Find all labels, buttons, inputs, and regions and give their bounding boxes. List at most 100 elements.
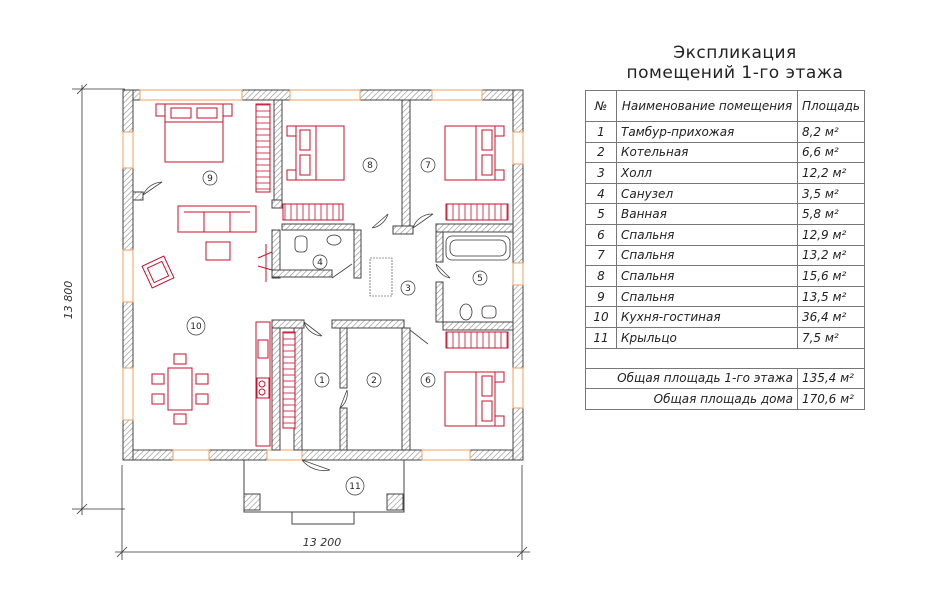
table-header-row: № Наименование помещения Площадь bbox=[585, 90, 866, 122]
row-name: Санузел bbox=[616, 182, 798, 205]
row-name: Спальня bbox=[616, 285, 798, 308]
row-num: 2 bbox=[585, 141, 617, 164]
row-area: 5,8 м² bbox=[796, 203, 866, 225]
height-dimension-label: 13 800 bbox=[62, 281, 75, 320]
row-area: 6,6 м² bbox=[796, 141, 866, 164]
row-num: 7 bbox=[585, 244, 617, 267]
row-area: 36,4 м² bbox=[796, 306, 866, 328]
doors bbox=[142, 181, 451, 471]
room-label-8: 8 bbox=[367, 161, 373, 171]
hall-rug bbox=[369, 257, 393, 297]
room-label-4: 4 bbox=[317, 258, 323, 268]
bed-room-9 bbox=[155, 103, 233, 163]
room-label-9: 9 bbox=[207, 174, 213, 184]
header-area: Площадь bbox=[796, 90, 866, 122]
room-label-11: 11 bbox=[349, 482, 360, 492]
row-num: 6 bbox=[585, 223, 617, 246]
room-label-1: 1 bbox=[319, 376, 325, 386]
row-name: Спальня bbox=[616, 244, 798, 267]
row-name: Крыльцо bbox=[616, 326, 798, 349]
row-area: 12,2 м² bbox=[796, 162, 866, 184]
row-num: 8 bbox=[585, 265, 617, 287]
header-num: № bbox=[585, 90, 617, 122]
room-label-6-circle bbox=[420, 372, 436, 388]
total-floor-label: Общая площадь 1-го этажа bbox=[585, 367, 798, 390]
row-area: 15,6 м² bbox=[796, 265, 866, 287]
room-label-2: 2 bbox=[371, 376, 377, 386]
closet-room-8 bbox=[282, 203, 344, 221]
row-area: 12,9 м² bbox=[796, 223, 866, 246]
bed-room-8 bbox=[286, 125, 345, 181]
row-name: Холл bbox=[616, 162, 798, 184]
porch bbox=[243, 459, 405, 525]
kitchen-counter bbox=[255, 321, 271, 447]
armchair bbox=[141, 255, 175, 289]
closet-room-6 bbox=[445, 331, 509, 349]
room-label-7: 7 bbox=[425, 161, 431, 171]
row-num: 3 bbox=[585, 162, 617, 184]
explication-title: Экспликация помещений 1-го этажа bbox=[590, 43, 880, 83]
total-house-label: Общая площадь дома bbox=[585, 388, 798, 410]
row-area: 7,5 м² bbox=[796, 326, 866, 349]
closet-room-7 bbox=[445, 203, 509, 221]
room-label-5: 5 bbox=[477, 274, 483, 284]
room-label-3: 3 bbox=[405, 284, 411, 294]
row-area: 3,5 м² bbox=[796, 182, 866, 205]
row-area: 8,2 м² bbox=[796, 121, 866, 143]
room-label-5-circle bbox=[472, 270, 488, 286]
dining-table bbox=[151, 353, 209, 425]
bathroom-4-fixtures bbox=[294, 234, 342, 253]
explication-title-line2: помещений 1-го этажа bbox=[626, 63, 844, 83]
dimension-height bbox=[72, 83, 125, 515]
furniture bbox=[141, 103, 511, 447]
room-label-10: 10 bbox=[190, 322, 202, 332]
width-dimension-label: 13 200 bbox=[303, 536, 342, 549]
sofa bbox=[177, 205, 257, 233]
room-label-10-circle bbox=[186, 316, 206, 336]
row-name: Спальня bbox=[616, 223, 798, 246]
room-label-2-circle bbox=[366, 372, 382, 388]
closet-hall bbox=[282, 331, 296, 429]
row-num: 4 bbox=[585, 182, 617, 205]
header-name: Наименование помещения bbox=[616, 90, 798, 122]
row-name: Спальня bbox=[616, 265, 798, 287]
room-label-11-circle bbox=[345, 476, 365, 496]
interior-walls bbox=[132, 99, 514, 451]
total-floor-value: 135,4 м² bbox=[796, 367, 866, 390]
room-label-4-circle bbox=[312, 254, 328, 270]
explication-title-line1: Экспликация bbox=[673, 43, 797, 63]
room-label-8-circle bbox=[362, 157, 378, 173]
row-name: Ванная bbox=[616, 203, 798, 225]
bed-room-6 bbox=[444, 371, 505, 427]
room-labels bbox=[186, 157, 488, 496]
fireplace bbox=[257, 244, 273, 282]
row-area: 13,5 м² bbox=[796, 285, 866, 308]
bathroom-5-fixtures bbox=[445, 235, 511, 321]
room-label-1-circle bbox=[314, 372, 330, 388]
room-label-3-circle bbox=[400, 280, 416, 296]
bed-room-7 bbox=[444, 125, 505, 181]
row-name: Кухня-гостиная bbox=[616, 306, 798, 328]
coffee-table bbox=[205, 241, 231, 261]
table-row-blank bbox=[585, 347, 865, 369]
room-label-9-circle bbox=[202, 170, 218, 186]
row-num: 10 bbox=[585, 306, 617, 328]
row-name: Тамбур-прихожая bbox=[616, 121, 798, 143]
dimension-width bbox=[115, 465, 530, 560]
row-num: 5 bbox=[585, 203, 617, 225]
